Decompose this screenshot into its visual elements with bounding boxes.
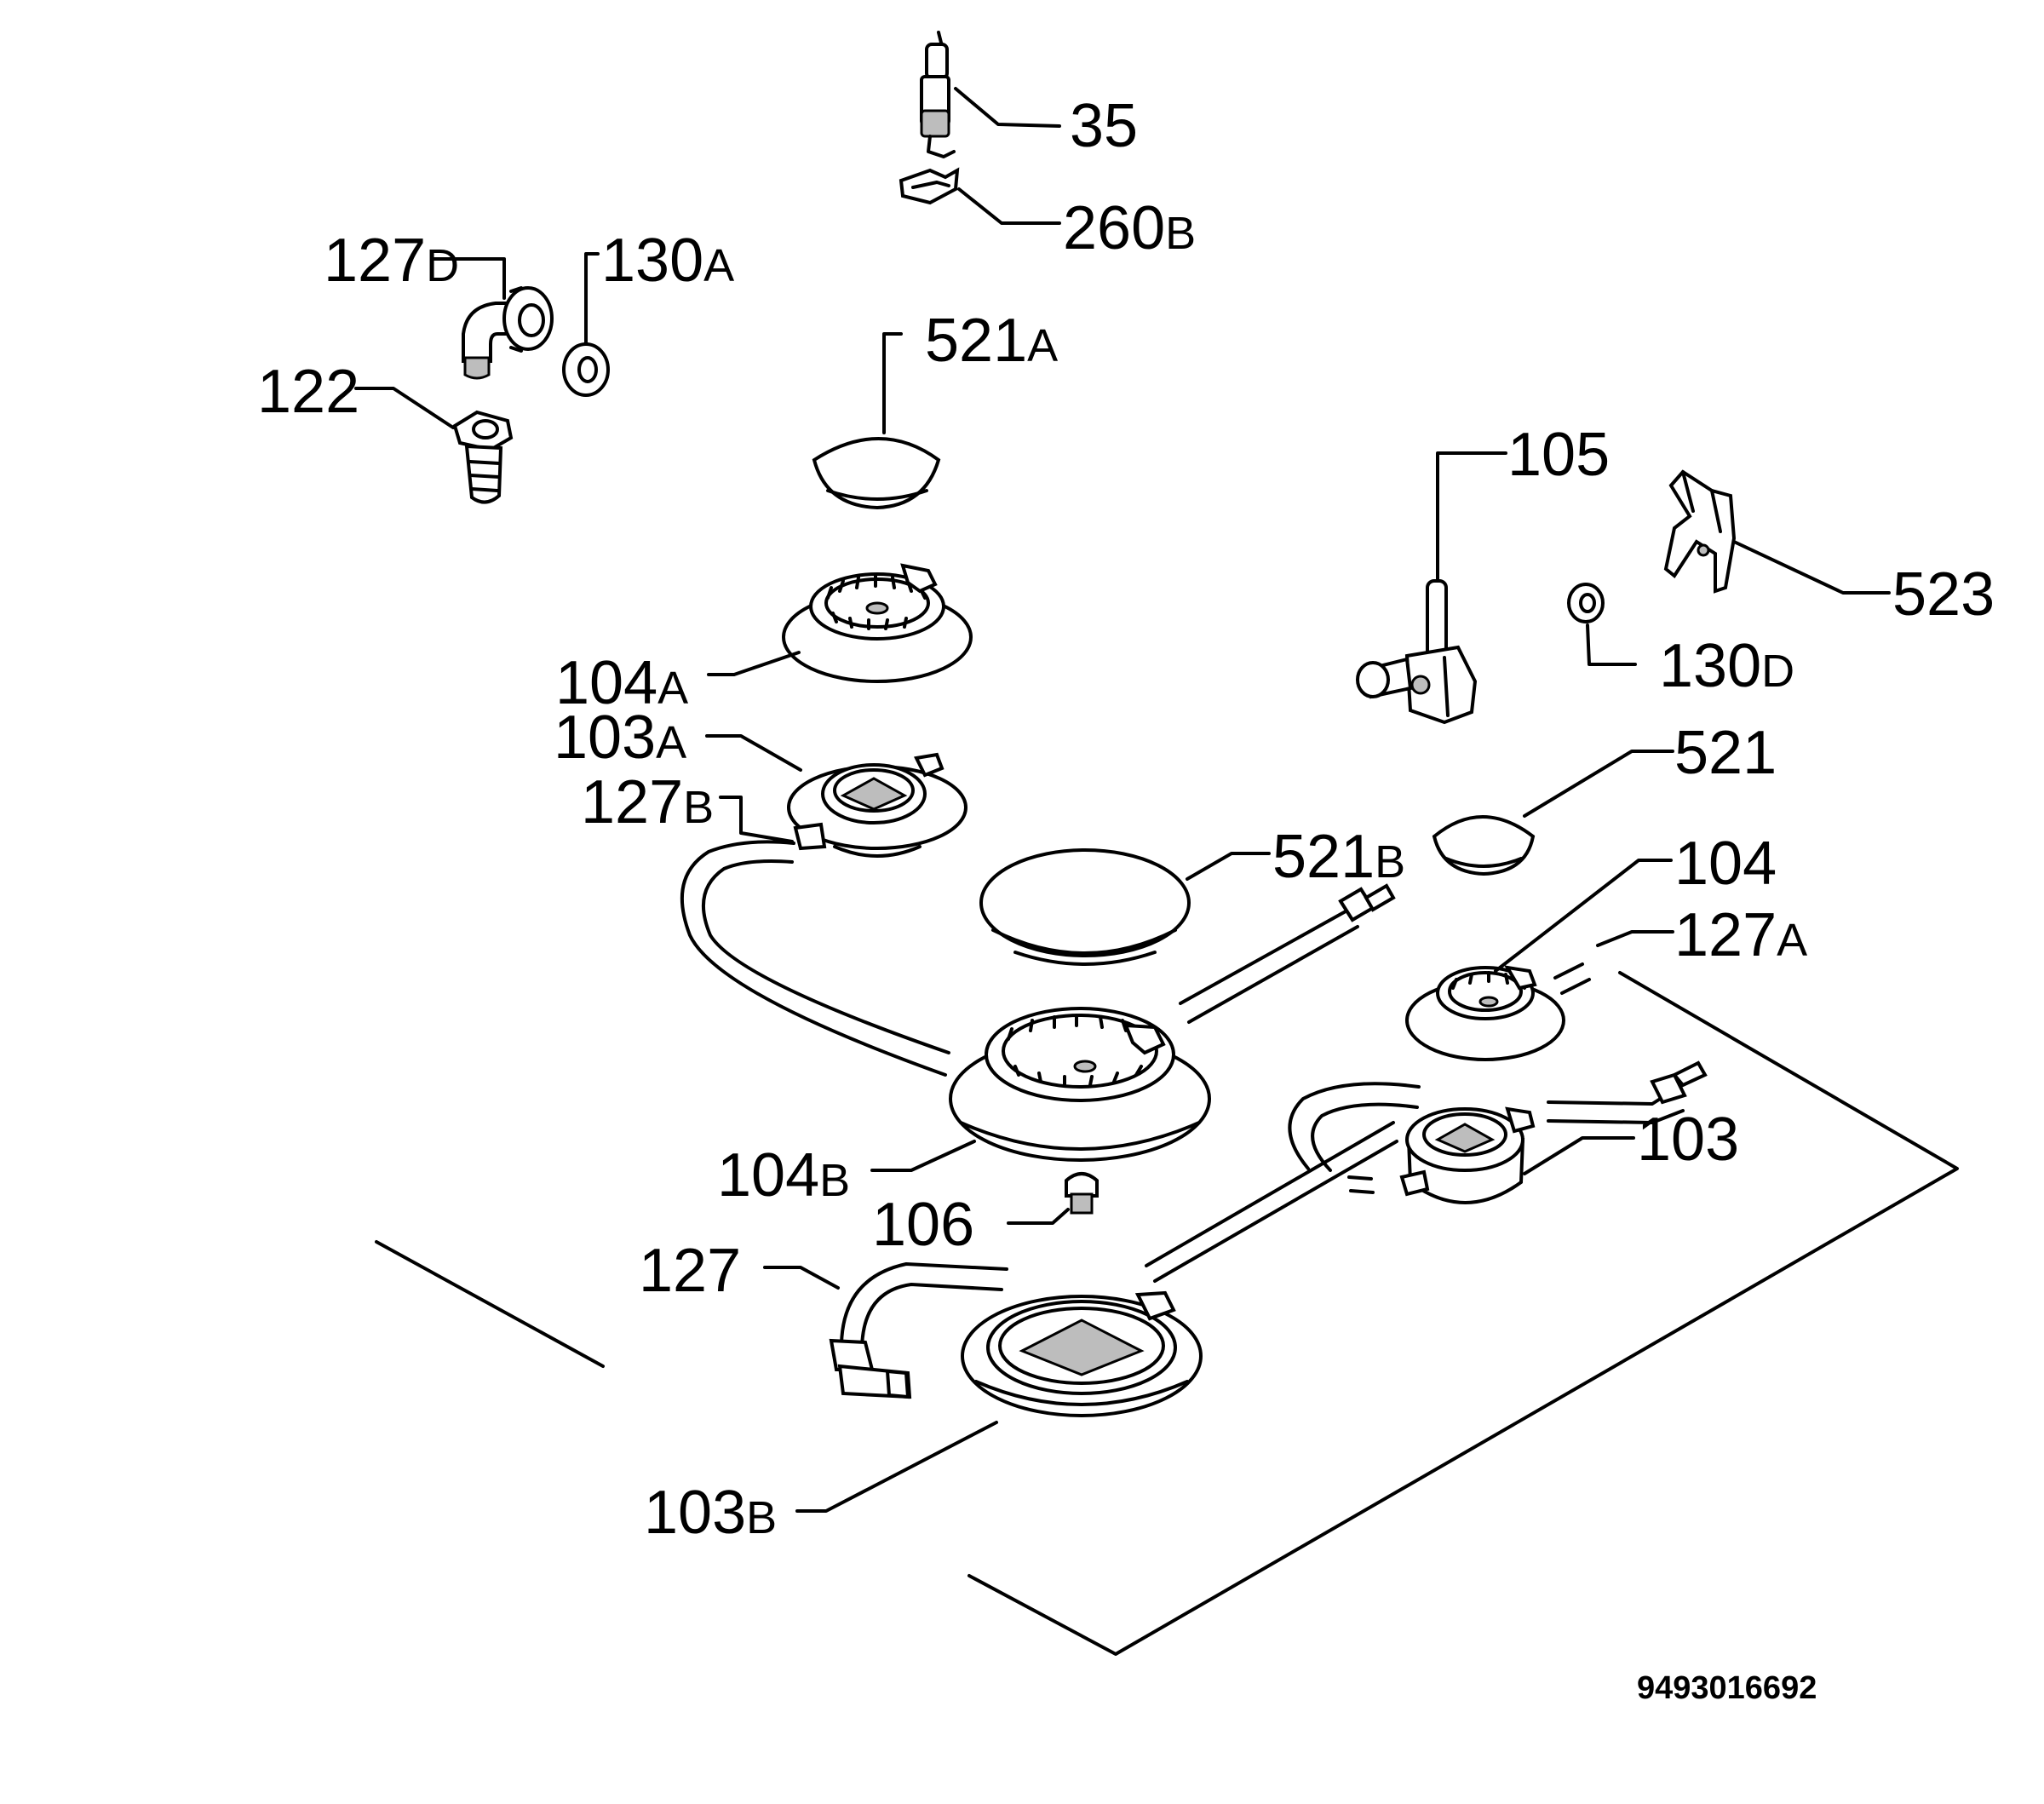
burner-cap-521b (979, 848, 1191, 966)
gas-pipe-right (1288, 1060, 1708, 1172)
callout-130a: 130A (601, 227, 734, 295)
burner-base-103a (787, 752, 967, 858)
injector-nozzle-106 (1065, 1172, 1099, 1215)
burner-cap-521a (812, 437, 941, 510)
callout-122: 122 (257, 358, 359, 426)
callout-106: 106 (872, 1191, 974, 1259)
callout-103a: 103A (554, 704, 686, 772)
burner-cap-521 (1432, 815, 1536, 876)
diagram-reference-number: 9493016692 (1637, 1670, 1817, 1706)
washer-130d-part (1567, 583, 1605, 623)
burner-base-103 (1347, 1106, 1536, 1204)
elbow-fitting-part (462, 286, 554, 380)
callout-127b: 127B (581, 768, 714, 836)
gas-pipe-127b (680, 840, 950, 1077)
callout-521b: 521B (1272, 823, 1405, 891)
electrode-clip-part (899, 167, 960, 205)
washer-130a-part (562, 342, 610, 397)
callout-103: 103 (1637, 1106, 1739, 1174)
gas-pipe-lower (1145, 1121, 1398, 1283)
callout-104b: 104B (717, 1141, 850, 1209)
callout-521: 521 (1674, 719, 1777, 787)
burner-crown-104a (782, 563, 973, 683)
mounting-bracket-523 (1663, 469, 1737, 594)
gas-pipe-127 (829, 1262, 1008, 1399)
callout-103b: 103B (644, 1479, 777, 1547)
callout-labels: 35 260B 127D 130A 122 521A 105 523 130D … (257, 92, 1995, 1706)
callout-127a: 127A (1674, 901, 1807, 969)
burner-crown-104 (1405, 965, 1565, 1061)
gas-valve-105 (1356, 579, 1478, 725)
leader-lines (354, 87, 1891, 1513)
callout-104: 104 (1674, 830, 1777, 898)
callout-127: 127 (639, 1237, 741, 1305)
callout-35: 35 (1070, 92, 1138, 160)
callout-260b: 260B (1063, 194, 1196, 262)
callout-523: 523 (1892, 560, 1995, 629)
nipple-connector-part (452, 410, 514, 504)
gas-pipe-127a (1553, 962, 1591, 995)
burner-base-103b (961, 1290, 1203, 1417)
callout-104a: 104A (555, 649, 688, 717)
burner-crown-104b (949, 1007, 1211, 1162)
gas-pipe-upper-right (1179, 883, 1396, 1024)
hob-outline (375, 971, 1959, 1656)
spark-electrode-part (920, 31, 956, 158)
callout-130d: 130D (1659, 632, 1794, 700)
callout-521a: 521A (925, 307, 1058, 375)
callout-105: 105 (1507, 421, 1610, 489)
callout-127d: 127D (324, 227, 459, 295)
